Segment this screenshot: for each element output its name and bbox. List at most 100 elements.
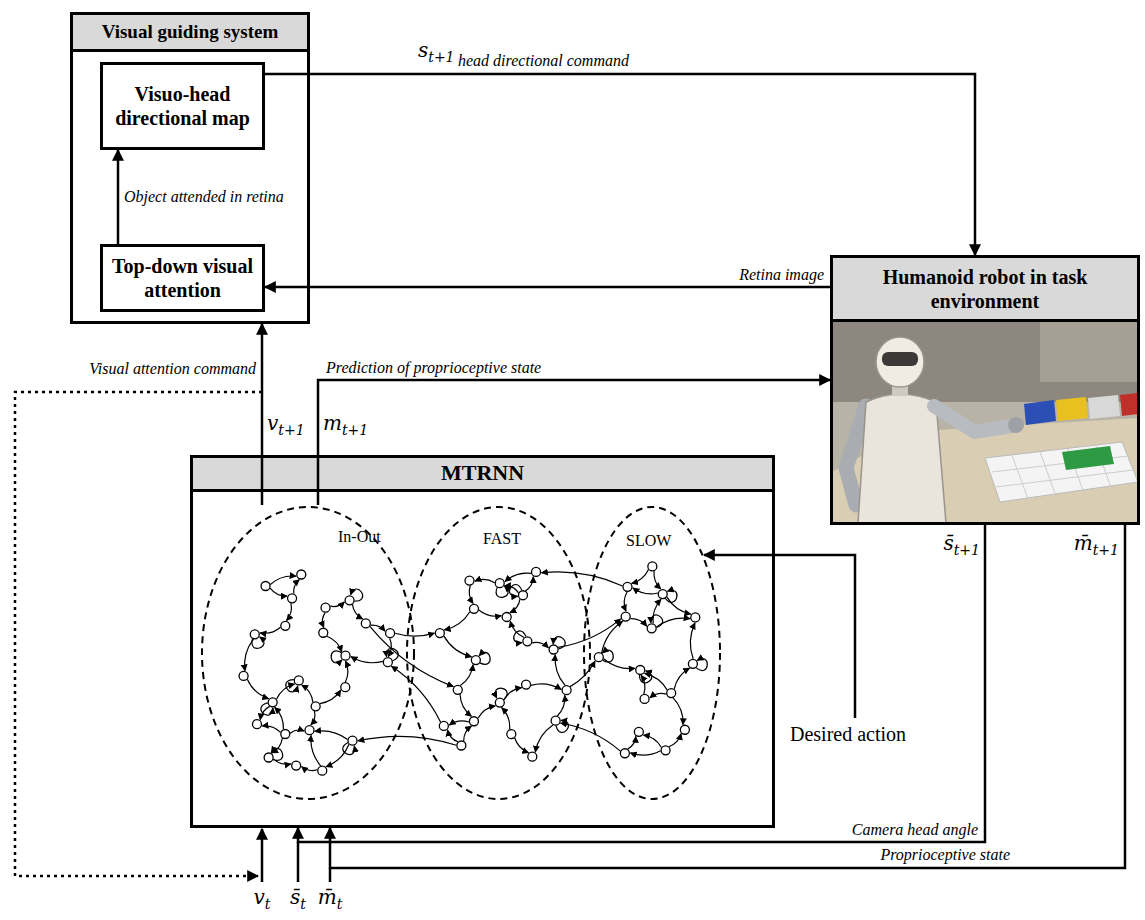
symbol: s̄ <box>290 885 300 909</box>
header-band: Humanoid robot in task environment <box>833 258 1137 322</box>
neuron-link <box>449 721 469 725</box>
edge-label: Visual attention command <box>89 360 256 378</box>
subscript: t+1 <box>278 422 304 438</box>
neuron <box>507 730 516 739</box>
edge-label: Object attended in retina <box>124 188 284 206</box>
neuron <box>594 653 603 662</box>
neuron-link <box>641 675 645 694</box>
neuron-link <box>478 706 495 719</box>
neuron <box>386 629 395 638</box>
neuron-link <box>630 751 660 755</box>
ellipse-outline <box>582 505 722 801</box>
robot-head <box>876 337 924 387</box>
robot-arm <box>934 406 1012 432</box>
neuron-link <box>290 730 304 733</box>
neuron-link <box>570 661 595 687</box>
neuron <box>297 570 306 579</box>
neuron <box>623 582 632 591</box>
ellipse-outline <box>405 505 592 801</box>
neuron <box>620 749 629 758</box>
neuron-link <box>653 599 661 623</box>
neuron-link <box>322 613 325 628</box>
neuron <box>495 579 504 588</box>
neuron-link <box>345 661 348 682</box>
ellipse-outline <box>407 507 590 799</box>
neuron <box>281 621 290 630</box>
neuron-link <box>532 642 548 647</box>
neuron <box>658 590 667 599</box>
neuron-link <box>515 738 529 753</box>
block <box>1024 400 1056 425</box>
subscript: t <box>337 896 343 912</box>
neuron-link <box>351 657 383 663</box>
neuron <box>634 727 643 736</box>
neuron-link <box>602 650 613 662</box>
layer-ellipse: In-Out <box>200 505 416 801</box>
neuron <box>435 629 444 638</box>
network-panel: MTRNNIn-OutFASTSLOW <box>190 455 775 828</box>
block <box>1120 393 1138 416</box>
neuron <box>469 604 478 613</box>
module-box: Visuo-head directional map <box>100 62 265 150</box>
neuron-link <box>260 627 280 633</box>
neuron <box>341 651 350 660</box>
signal-name: m̄t+1 <box>1074 530 1119 563</box>
neuron <box>318 766 327 775</box>
neuron-link <box>633 588 658 594</box>
input-stub <box>329 868 332 882</box>
neuron <box>532 567 541 576</box>
neuron-link <box>510 599 520 612</box>
neuron <box>457 741 466 750</box>
signal-name: mt+1 <box>323 410 368 443</box>
neuron-link <box>294 580 300 594</box>
edge-label: Camera head angle <box>852 821 978 839</box>
symbol: m̄ <box>1074 531 1093 555</box>
edge-label: Proprioceptive state <box>880 846 1010 864</box>
neuron-link <box>275 708 284 730</box>
input-arrow <box>704 555 855 718</box>
neuron <box>688 659 697 668</box>
neuron-link <box>504 688 522 700</box>
signal-name: s̄t <box>290 884 306 917</box>
connector <box>117 150 120 244</box>
neuron <box>680 725 689 734</box>
input-stub <box>297 842 300 882</box>
neuron-link <box>270 588 287 596</box>
neuron <box>292 761 301 770</box>
tray-grid <box>992 446 1133 499</box>
neuron <box>523 637 532 646</box>
photo-ground <box>832 322 1138 523</box>
neuron-link <box>542 572 623 586</box>
neuron <box>636 665 645 674</box>
neuron <box>471 656 480 665</box>
neuron <box>264 753 273 762</box>
neuron-link <box>654 571 661 589</box>
neuron <box>661 746 670 755</box>
neuron <box>502 612 511 621</box>
neuron-link <box>557 695 565 716</box>
neuron-link <box>460 694 471 716</box>
neuron <box>348 736 357 745</box>
layer-label: In-Out <box>338 527 381 546</box>
subscript: t+1 <box>342 422 368 438</box>
neuron-link <box>326 744 349 767</box>
neuron-link <box>667 597 691 614</box>
subscript: t+1 <box>954 542 980 558</box>
neuron <box>528 752 537 761</box>
edge-label: Prediction of proprioceptive state <box>326 359 541 377</box>
panel-heading: MTRNN <box>441 460 524 486</box>
signal-name: m̄t <box>318 884 343 917</box>
neuron-link <box>669 734 681 747</box>
ellipse-outline <box>202 507 414 799</box>
panel-heading: Humanoid robot in task environment <box>880 265 1090 313</box>
symbol: m <box>323 411 342 435</box>
signal-name: vt <box>254 884 271 917</box>
neuron-link <box>464 726 472 741</box>
connector <box>265 286 830 289</box>
symbol: m̄ <box>318 885 337 909</box>
tray <box>985 442 1138 502</box>
signal-name: s̄t+1 <box>943 530 980 563</box>
panel-heading: Visual guiding system <box>102 21 279 44</box>
neuron-link <box>331 651 342 663</box>
